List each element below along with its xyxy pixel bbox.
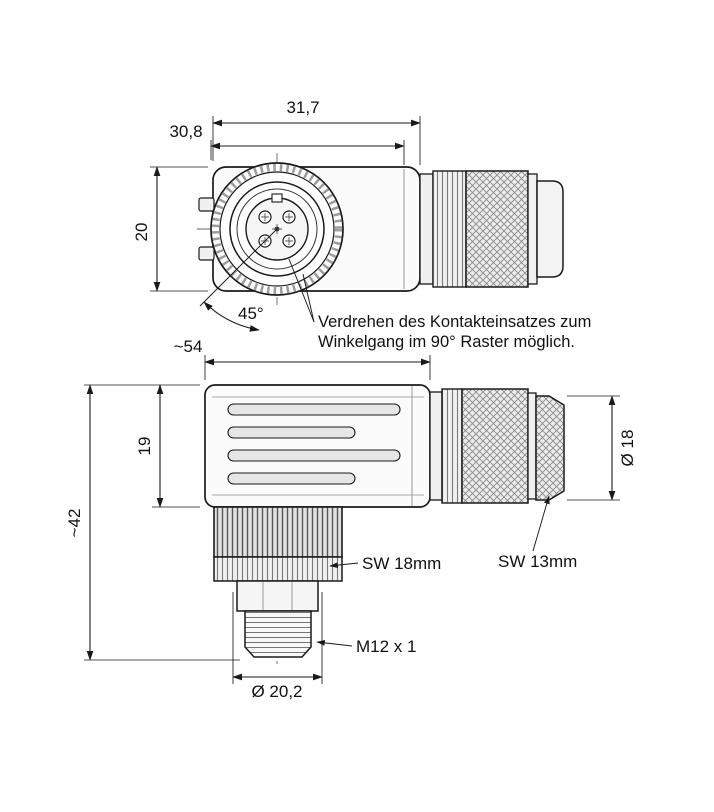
collar-ring	[419, 173, 434, 285]
cable-end-cap	[536, 180, 564, 278]
dim-total-height-label: ~42	[65, 509, 84, 538]
wrench-cable-label: SW 13mm	[498, 552, 577, 571]
side-knurled-sleeve	[461, 388, 529, 504]
dim-side-body-height-label: 19	[135, 437, 154, 456]
side-ridged-ring	[441, 388, 463, 504]
wrench-size-flange: SW 18mm	[329, 554, 441, 573]
dim-cable-diameter-label: Ø 18	[618, 430, 637, 467]
keyway-notch	[271, 193, 283, 203]
dim-top-body-height-label: 20	[132, 223, 151, 242]
dim-total-width: 31,7	[212, 98, 421, 165]
dim-cable-diameter: Ø 18	[567, 395, 637, 501]
wrench-size-cable: SW 13mm	[498, 495, 577, 571]
dim-top-body-height: 20	[132, 166, 208, 292]
face-knurl-teeth	[212, 164, 342, 294]
dim-total-height: ~42	[65, 384, 240, 661]
housing-side-body	[204, 384, 431, 508]
dim-total-width-label: 31,7	[286, 98, 319, 117]
vent-slot-1	[227, 403, 401, 416]
dim-flange-diameter-label: Ø 20,2	[251, 682, 302, 701]
side-spacer-ring	[527, 392, 537, 500]
vent-slot-3	[227, 449, 401, 462]
angle-indication: 45°	[199, 228, 278, 332]
vent-slot-4	[227, 472, 356, 485]
m12-thread	[244, 610, 312, 658]
side-view: ~54 19 ~42 Ø 18 SW 18mm	[65, 337, 637, 701]
note-line1: Verdrehen des Kontakteinsatzes zum	[318, 313, 591, 331]
clip-tab-lower	[198, 246, 215, 261]
cable-gland-cap	[535, 395, 565, 501]
clip-tab-upper	[198, 197, 215, 212]
side-collar-ring	[429, 391, 443, 501]
wrench-flange-label: SW 18mm	[362, 554, 441, 573]
rotation-note: Verdrehen des Kontakteinsatzes zum Winke…	[288, 258, 591, 351]
grip-flange	[213, 556, 343, 582]
hex-section	[236, 580, 319, 612]
note-line2: Winkelgang im 90° Raster möglich.	[318, 333, 575, 351]
dim-total-length: ~54	[174, 337, 431, 380]
dim-flange-width-label: 30,8	[169, 122, 202, 141]
dim-flange-width: 30,8	[169, 122, 405, 165]
dim-side-body-height: 19	[84, 384, 200, 508]
spacer-ring	[527, 173, 538, 285]
dim-total-length-label: ~54	[174, 337, 203, 356]
dim-flange-diameter: Ø 20,2	[232, 592, 323, 701]
knurled-coupling-nut	[213, 506, 343, 558]
top-view: 31,7 30,8 20 45° Verdrehen des Kontaktei…	[132, 98, 591, 351]
thread-label: M12 x 1	[356, 637, 416, 656]
thread-designation: M12 x 1	[316, 637, 416, 656]
vent-slot-2	[227, 426, 356, 439]
angle-label: 45°	[238, 304, 264, 323]
ridged-ring	[432, 170, 467, 288]
knurled-sleeve	[465, 170, 529, 288]
